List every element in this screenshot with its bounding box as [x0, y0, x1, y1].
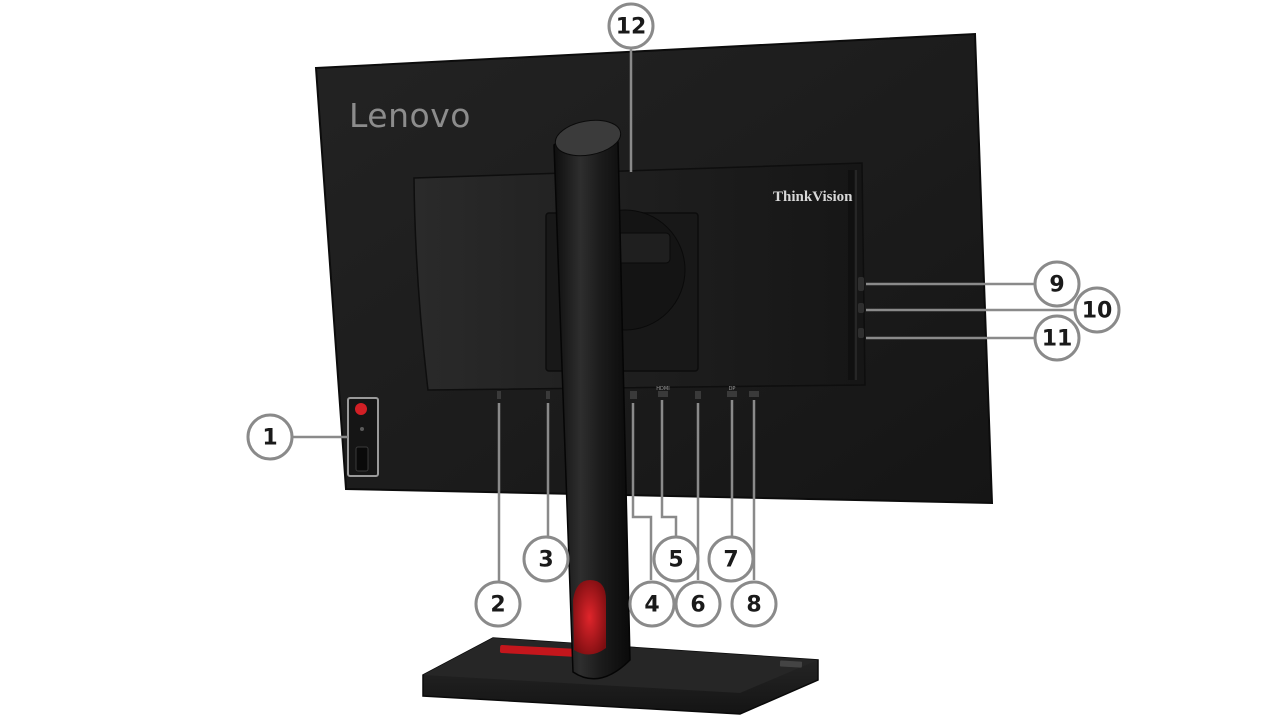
stand-neck: [553, 119, 631, 680]
port-4: [630, 391, 637, 399]
port-5: [658, 391, 668, 397]
red-power-indicator: [355, 403, 367, 415]
svg-text:8: 8: [746, 593, 761, 618]
callout-1: 1: [246, 413, 294, 461]
hdmi-port-label: HDMI: [656, 386, 669, 392]
callout-12: 12: [607, 2, 655, 50]
dp-port-label: DP: [729, 386, 736, 392]
vent-grille: [848, 170, 857, 380]
callout-9: 9: [1033, 260, 1081, 308]
callout-4: 4: [628, 580, 676, 628]
callout-10: 10: [1073, 286, 1121, 334]
base-red-accent: [499, 645, 581, 657]
bottom-port-row: HDMI DP: [497, 386, 759, 399]
svg-text:2: 2: [490, 593, 505, 618]
callout-leader-lines: [293, 46, 1075, 582]
svg-text:9: 9: [1049, 273, 1064, 298]
svg-text:1: 1: [262, 426, 277, 451]
usb-side-panel: [347, 397, 379, 477]
callout-11: 11: [1033, 314, 1081, 362]
port-3: [546, 391, 550, 399]
lenovo-logo: Lenovo: [349, 96, 471, 135]
callout-3: 3: [522, 535, 570, 583]
callout-2: 2: [474, 580, 522, 628]
port-8: [749, 391, 759, 397]
callout-5: 5: [652, 535, 700, 583]
port-7: [727, 391, 737, 397]
svg-text:4: 4: [644, 593, 659, 618]
callout-7: 7: [707, 535, 755, 583]
svg-text:11: 11: [1042, 327, 1073, 352]
port-2: [497, 391, 501, 399]
svg-text:6: 6: [690, 593, 705, 618]
svg-text:7: 7: [723, 548, 738, 573]
svg-text:12: 12: [616, 15, 647, 40]
svg-text:3: 3: [538, 548, 553, 573]
side-controls: [858, 277, 864, 338]
svg-text:5: 5: [668, 548, 683, 573]
cable-management-hole: [573, 580, 606, 655]
callout-6: 6: [674, 580, 722, 628]
port-6: [695, 391, 701, 399]
svg-text:10: 10: [1082, 299, 1113, 324]
thinkvision-logo: ThinkVision: [773, 189, 853, 205]
callout-8: 8: [730, 580, 778, 628]
